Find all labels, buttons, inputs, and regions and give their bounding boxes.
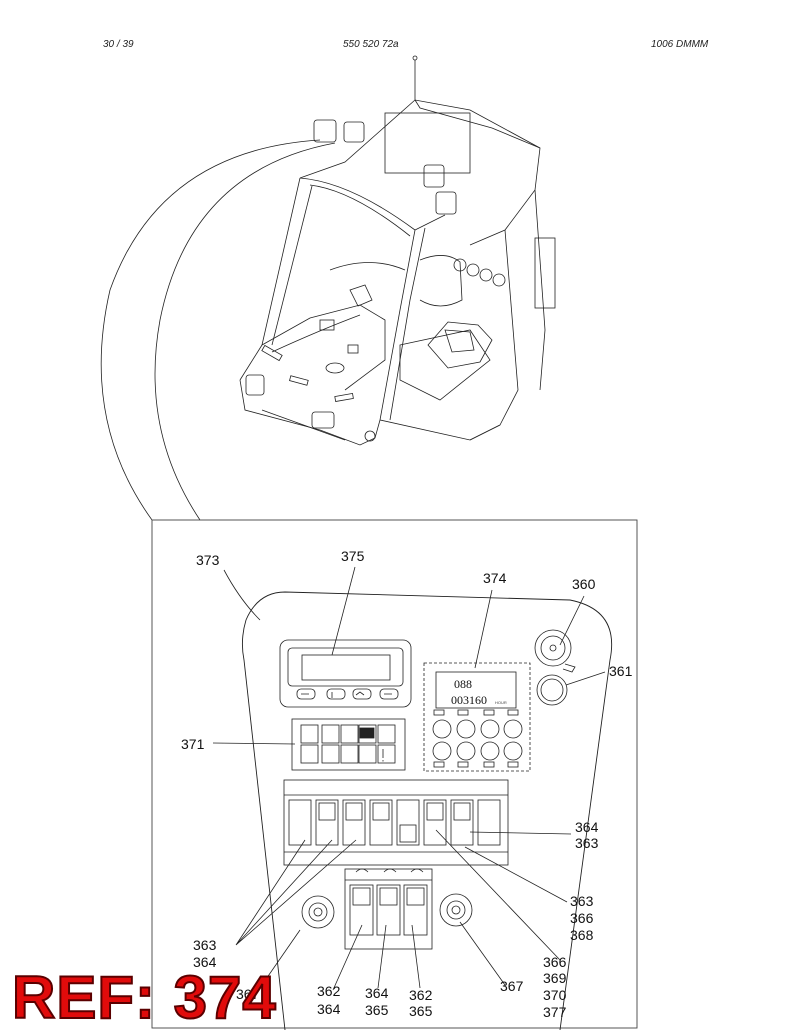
knob-right[interactable] bbox=[439, 893, 473, 927]
callout-364-b: 364 bbox=[365, 985, 389, 1001]
callout-367-right: 367 bbox=[500, 978, 524, 994]
leader-arc-outer bbox=[100, 139, 321, 521]
callout-373: 373 bbox=[196, 552, 220, 568]
callout-362-a: 362 bbox=[317, 983, 341, 999]
callout-369: 369 bbox=[543, 970, 567, 986]
callout-375: 375 bbox=[341, 548, 365, 564]
callout-364-left: 364 bbox=[193, 954, 217, 970]
page-number: 30 / 39 bbox=[103, 39, 134, 50]
callout-366-mid: 366 bbox=[570, 910, 594, 926]
callout-364-a: 364 bbox=[317, 1001, 341, 1017]
callout-367-left: 367 bbox=[236, 986, 260, 1002]
callout-368: 368 bbox=[570, 927, 594, 943]
cab-drawing bbox=[239, 55, 556, 446]
hour-meter-line1: 088 bbox=[454, 677, 472, 691]
callout-364-right: 364 bbox=[575, 819, 599, 835]
hour-meter-display bbox=[423, 662, 531, 772]
wiper-switch-row bbox=[344, 868, 433, 950]
callout-366-bottom: 366 bbox=[543, 954, 567, 970]
document-number: 550 520 72a bbox=[343, 39, 399, 50]
callout-360: 360 bbox=[572, 576, 596, 592]
callout-377: 377 bbox=[543, 1004, 567, 1020]
leader-lines bbox=[212, 566, 606, 996]
callout-363-left: 363 bbox=[193, 937, 217, 953]
callout-362-c: 362 bbox=[409, 987, 433, 1003]
callout-363-mid: 363 bbox=[570, 893, 594, 909]
revision-code: 1006 DMMM bbox=[651, 39, 709, 50]
lcd-display bbox=[279, 639, 412, 708]
callout-374: 374 bbox=[483, 570, 507, 586]
callout-363-right: 363 bbox=[575, 835, 599, 851]
callout-365-c: 365 bbox=[409, 1003, 433, 1019]
ref-stamp: REF: 374 bbox=[11, 964, 277, 1031]
knob-left[interactable] bbox=[301, 895, 335, 929]
hour-meter-line2: 003160 bbox=[451, 693, 487, 707]
callout-365-b: 365 bbox=[365, 1002, 389, 1018]
hour-meter-unit: HOUR bbox=[495, 700, 507, 705]
key-switch[interactable] bbox=[534, 629, 576, 673]
warning-lamp-panel bbox=[291, 718, 406, 771]
emergency-stop[interactable] bbox=[536, 674, 568, 706]
callout-361: 361 bbox=[609, 663, 633, 679]
leader-arc-inner bbox=[154, 142, 336, 521]
dashboard-outline bbox=[241, 591, 613, 1031]
callout-370: 370 bbox=[543, 987, 567, 1003]
callout-371: 371 bbox=[181, 736, 205, 752]
detail-frame bbox=[151, 519, 638, 1029]
